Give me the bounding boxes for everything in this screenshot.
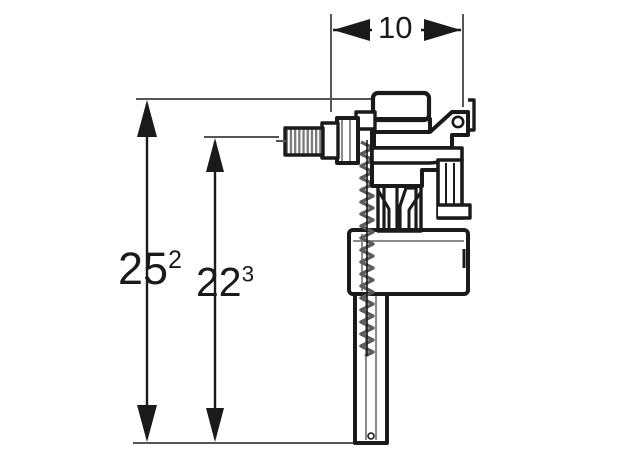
dimension-label-22: 223 — [196, 259, 255, 305]
lever-hook-tip — [466, 98, 476, 132]
outlet-flange-foot — [438, 203, 472, 220]
dimension-arrow-down-25 — [137, 405, 157, 442]
standpipe-tube — [353, 286, 389, 445]
dimension-label-25: 252 — [118, 243, 182, 294]
threaded-inlet-shank — [283, 126, 325, 157]
standpipe-bottom-detail — [367, 432, 375, 440]
pivot-hole — [451, 115, 465, 129]
adjustment-spring — [359, 140, 375, 358]
dimension-arrow-right-10 — [424, 19, 461, 41]
dimension-lines-group — [133, 14, 464, 444]
dimension-arrow-up-22 — [206, 138, 224, 172]
dimension-label-10: 10 — [378, 10, 413, 45]
valve-column-taper-right — [407, 191, 423, 231]
coupling-nut — [335, 116, 360, 165]
dimension-arrow-up-25 — [137, 100, 157, 137]
valve-column-funnel — [382, 185, 418, 230]
dimension-arrow-down-22 — [206, 408, 224, 442]
valve-assembly-group — [276, 90, 476, 445]
valve-column-taper-left — [376, 189, 391, 231]
dimension-arrow-left-10 — [333, 19, 370, 41]
valve-top-cap — [370, 90, 432, 123]
